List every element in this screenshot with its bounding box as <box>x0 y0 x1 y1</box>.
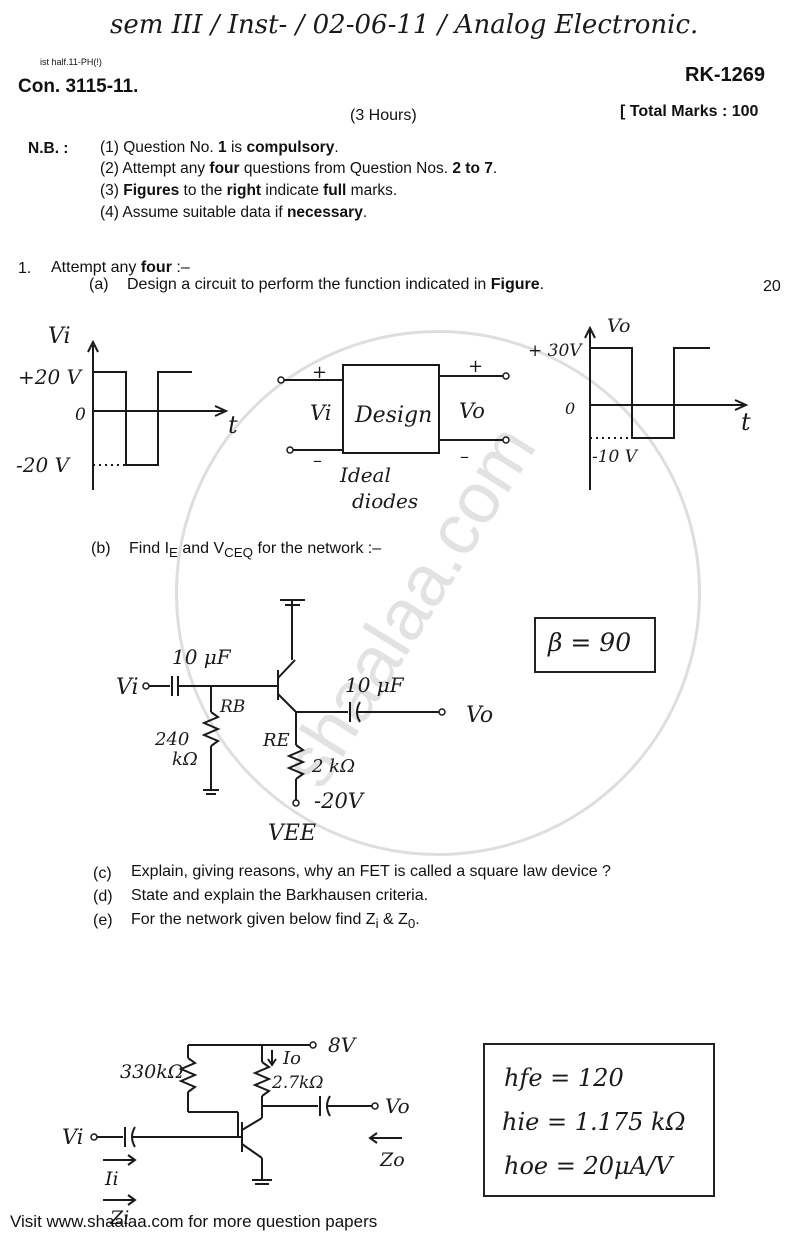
fig-b-cap2: 10 μF <box>345 673 405 697</box>
fig-a-plus-in: + <box>312 362 327 383</box>
fig-b-r2k: 2 kΩ <box>311 756 355 777</box>
fig-a-plus30: + 30V <box>528 341 583 361</box>
nb-item-1: (1) Question No. 1 is compulsory. <box>100 139 339 156</box>
fig-b-vi: Vi <box>116 675 139 700</box>
q1a-label: (a) <box>89 276 109 293</box>
fig-a-vin: Vi <box>310 401 332 425</box>
fig-a-vo: Vo <box>459 399 485 423</box>
q1-marks: 20 <box>763 278 781 295</box>
nb-label: N.B. : <box>28 140 69 157</box>
q1-number: 1. <box>18 260 32 277</box>
fig-a-design: Design <box>354 403 432 428</box>
fig-b-r240: 240 <box>154 729 189 750</box>
fig-b-re: RE <box>262 730 290 751</box>
fig-b-vo: Vo <box>466 703 493 728</box>
fig-e-r330: 330kΩ <box>120 1061 184 1083</box>
hoe-value: hoe = 20μA/V <box>504 1152 673 1180</box>
fig-a-plus20: +20 V <box>18 365 84 389</box>
fig-e-ii: Ii <box>104 1168 119 1190</box>
fig-b-vneg: -20V <box>314 789 365 813</box>
handwritten-header: sem III / Inst- / 02-06-11 / Analog Elec… <box>110 10 699 40</box>
fig-b-cap1: 10 μF <box>172 645 232 669</box>
q1a-text: Design a circuit to perform the function… <box>127 276 545 293</box>
fig-a-ideal: Ideal <box>339 463 391 487</box>
con-number: Con. 3115-11. <box>18 76 139 97</box>
watermark-ring <box>175 330 701 856</box>
fig-a-plus-out: + <box>468 356 483 377</box>
tiny-code: ist half.11-PH(!) <box>40 57 102 67</box>
nb-item-2: (2) Attempt any four questions from Ques… <box>100 160 498 177</box>
q1-intro: Attempt any four :– <box>51 259 190 276</box>
fig-a-vo2: Vo <box>607 315 630 337</box>
q1d-label: (d) <box>93 888 113 905</box>
fig-a-zero2: 0 <box>565 399 575 418</box>
fig-a-t2: t <box>741 408 751 436</box>
fig-a-zero: 0 <box>75 405 86 425</box>
footer-text: Visit www.shaalaa.com for more question … <box>10 1212 378 1231</box>
fig-a-t: t <box>228 411 238 439</box>
beta-value: β = 90 <box>548 628 632 657</box>
q1b-label: (b) <box>91 540 111 557</box>
fig-b-rb: RB <box>219 697 245 717</box>
fig-a-vi-label: Vi <box>48 324 71 349</box>
total-marks: [ Total Marks : 100 <box>620 103 759 120</box>
fig-e-vo: Vo <box>385 1094 410 1118</box>
fig-e-vi: Vi <box>62 1125 84 1149</box>
fig-a-minus20: -20 V <box>16 453 72 477</box>
q1b-text: Find IE and VCEQ for the network :– <box>129 540 382 561</box>
fig-a-minus-in: – <box>313 450 322 471</box>
beta-box <box>534 617 656 673</box>
q1d-text: State and explain the Barkhausen criteri… <box>131 887 429 904</box>
paper-code: RK-1269 <box>685 64 766 86</box>
q1c-label: (c) <box>93 865 112 882</box>
duration: (3 Hours) <box>350 107 417 124</box>
nb-item-3: (3) Figures to the right indicate full m… <box>100 182 398 199</box>
hfe-value: hfe = 120 <box>504 1064 624 1092</box>
fig-a-minus10: -10 V <box>592 447 639 467</box>
q1e-label: (e) <box>93 912 113 929</box>
fig-e-zi: Zi <box>109 1207 129 1229</box>
h-params-box <box>483 1043 715 1197</box>
fig-e-zo: Zo <box>379 1149 405 1171</box>
fig-e-io: Io <box>282 1048 301 1069</box>
hie-value: hie = 1.175 kΩ <box>502 1108 686 1136</box>
q1c-text: Explain, giving reasons, why an FET is c… <box>131 863 611 880</box>
q1e-text: For the network given below find Zi & Z0… <box>131 911 420 932</box>
fig-a-minus-out: – <box>460 446 469 467</box>
fig-b-vee: VEE <box>268 821 316 846</box>
fig-a-diodes: diodes <box>352 489 418 513</box>
nb-item-4: (4) Assume suitable data if necessary. <box>100 204 368 221</box>
fig-b-kohm: kΩ <box>172 749 198 770</box>
fig-e-r27: 2.7kΩ <box>271 1073 323 1093</box>
fig-e-8v: 8V <box>328 1033 358 1057</box>
